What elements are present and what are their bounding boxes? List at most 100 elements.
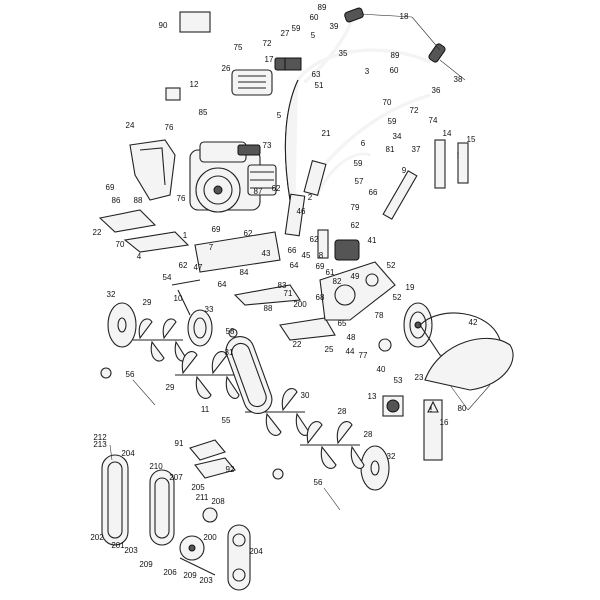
gearbox (319, 239, 396, 321)
callout-label-88: 88 (264, 304, 273, 313)
callout-label-76: 76 (177, 194, 186, 203)
callout-label-3: 3 (365, 67, 370, 76)
callout-label-46: 46 (297, 207, 306, 216)
callout-label-1: 1 (183, 231, 188, 240)
callout-label-89: 89 (391, 51, 400, 60)
callout-label-32: 32 (107, 290, 116, 299)
callout-label-70: 70 (383, 98, 392, 107)
callout-label-9: 9 (402, 166, 407, 175)
callout-label-16: 16 (440, 418, 449, 427)
callout-label-76: 76 (165, 123, 174, 132)
callout-label-10: 10 (174, 294, 183, 303)
callout-label-53: 53 (394, 376, 403, 385)
callout-label-204: 204 (121, 449, 135, 458)
callout-label-29: 29 (166, 383, 175, 392)
callout-label-213: 213 (93, 440, 107, 449)
callout-label-32: 32 (387, 452, 396, 461)
callout-label-84: 84 (240, 268, 249, 277)
callout-label-82: 82 (333, 277, 342, 286)
callout-label-41: 41 (368, 236, 377, 245)
callout-label-86: 86 (112, 196, 121, 205)
callout-label-65: 65 (338, 319, 347, 328)
callout-label-78: 78 (375, 311, 384, 320)
callout-label-15: 15 (467, 135, 476, 144)
callout-label-83: 83 (278, 281, 287, 290)
callout-label-200: 200 (203, 533, 217, 542)
callout-label-204: 204 (249, 547, 263, 556)
lower-belt-drive (101, 454, 251, 591)
decal-texts: !! (430, 151, 460, 414)
callout-label-23: 23 (415, 373, 424, 382)
callout-label-62: 62 (272, 184, 281, 193)
callout-label-90: 90 (159, 21, 168, 30)
callout-label-28: 28 (364, 430, 373, 439)
callout-label-30: 30 (301, 391, 310, 400)
callout-label-5: 5 (277, 111, 282, 120)
callout-label-26: 26 (222, 64, 231, 73)
handlebar-assembly (284, 7, 446, 259)
callout-label-81: 81 (386, 145, 395, 154)
transport-wheels (187, 302, 433, 348)
callout-label-37: 37 (412, 145, 421, 154)
chain-drive (225, 336, 273, 414)
hardware-parts (100, 11, 469, 480)
callout-label-62: 62 (351, 221, 360, 230)
callout-label-27: 27 (281, 29, 290, 38)
callout-label-47: 47 (194, 263, 203, 272)
callout-label-66: 66 (288, 246, 297, 255)
callout-label-87: 87 (254, 187, 263, 196)
callout-label-80: 80 (458, 404, 467, 413)
frame-plates (98, 209, 336, 341)
callout-label-68: 68 (316, 293, 325, 302)
callout-label-56: 56 (314, 478, 323, 487)
callout-label-59: 59 (292, 24, 301, 33)
callout-label-203: 203 (124, 546, 138, 555)
callout-label-57: 57 (355, 177, 364, 186)
callout-label-63: 63 (312, 70, 321, 79)
callout-label-55: 55 (222, 416, 231, 425)
callout-label-54: 54 (163, 273, 172, 282)
callout-label-203: 203 (199, 576, 213, 585)
callout-label-34: 34 (393, 132, 402, 141)
callout-label-2: 2 (308, 193, 313, 202)
engine (189, 141, 277, 213)
muffler (231, 57, 294, 96)
callout-label-48: 48 (347, 333, 356, 342)
warning-decal-mark: ! (457, 151, 460, 160)
callout-label-74: 74 (429, 116, 438, 125)
tine-shields (189, 439, 236, 479)
callout-label-14: 14 (443, 129, 452, 138)
callout-label-92: 92 (226, 465, 235, 474)
callout-label-73: 73 (263, 141, 272, 150)
callout-label-44: 44 (346, 347, 355, 356)
callout-label-77: 77 (359, 351, 368, 360)
callout-label-19: 19 (406, 283, 415, 292)
callout-label-79: 79 (351, 203, 360, 212)
callout-label-45: 45 (302, 251, 311, 260)
callout-label-22: 22 (293, 340, 302, 349)
callout-label-205: 205 (191, 483, 205, 492)
callout-label-52: 52 (387, 261, 396, 270)
callout-label-209: 209 (139, 560, 153, 569)
callout-label-210: 210 (149, 462, 163, 471)
callout-label-11: 11 (201, 405, 210, 414)
callout-label-21: 21 (322, 129, 331, 138)
callout-label-4: 4 (137, 252, 142, 261)
callout-label-5: 5 (311, 31, 316, 40)
callout-label-69: 69 (106, 183, 115, 192)
callout-label-51: 51 (315, 81, 324, 90)
callout-label-201: 201 (111, 541, 125, 550)
callout-label-8: 8 (319, 251, 324, 260)
callout-label-69: 69 (212, 225, 221, 234)
callout-label-59: 59 (354, 159, 363, 168)
callout-label-12: 12 (190, 80, 199, 89)
callout-label-212: 212 (93, 433, 107, 442)
callout-label-22: 22 (93, 228, 102, 237)
callout-label-24: 24 (126, 121, 135, 130)
callout-label-18: 18 (400, 12, 409, 21)
v-belt-cover (419, 312, 514, 391)
callout-label-88: 88 (134, 196, 143, 205)
callout-label-36: 36 (432, 86, 441, 95)
